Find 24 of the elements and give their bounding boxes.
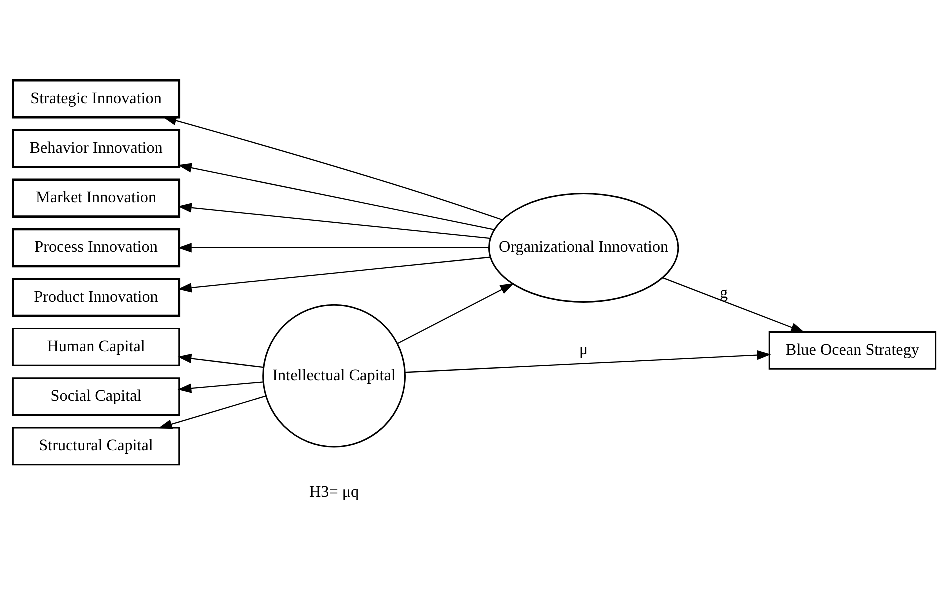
arrow bbox=[178, 162, 494, 230]
arrow bbox=[405, 350, 772, 373]
node-box: Social Capital bbox=[12, 377, 180, 416]
arrow bbox=[178, 202, 490, 239]
node-box: Blue Ocean Strategy bbox=[768, 330, 937, 370]
label: H3= μq bbox=[310, 483, 360, 500]
node-circle: Intellectual Capital bbox=[262, 304, 406, 448]
arrow bbox=[158, 395, 266, 429]
arrow bbox=[178, 353, 264, 368]
node-box: Structural Capital bbox=[12, 426, 180, 466]
arrow bbox=[178, 381, 264, 393]
arrow bbox=[662, 276, 806, 332]
arrow bbox=[178, 242, 490, 252]
node-box: Process Innovation bbox=[12, 228, 181, 268]
arrow bbox=[162, 116, 503, 220]
arrow bbox=[178, 256, 490, 292]
node-box: Human Capital bbox=[12, 327, 180, 366]
node-box: Product Innovation bbox=[12, 277, 181, 317]
edge-label: μ bbox=[580, 340, 588, 358]
node-box: Behavior Innovation bbox=[12, 128, 181, 168]
arrow bbox=[397, 282, 514, 344]
node-box: Strategic Innovation bbox=[12, 78, 181, 118]
node-ellipse: Organizational Innovation bbox=[488, 192, 680, 302]
node-box: Market Innovation bbox=[12, 178, 181, 218]
